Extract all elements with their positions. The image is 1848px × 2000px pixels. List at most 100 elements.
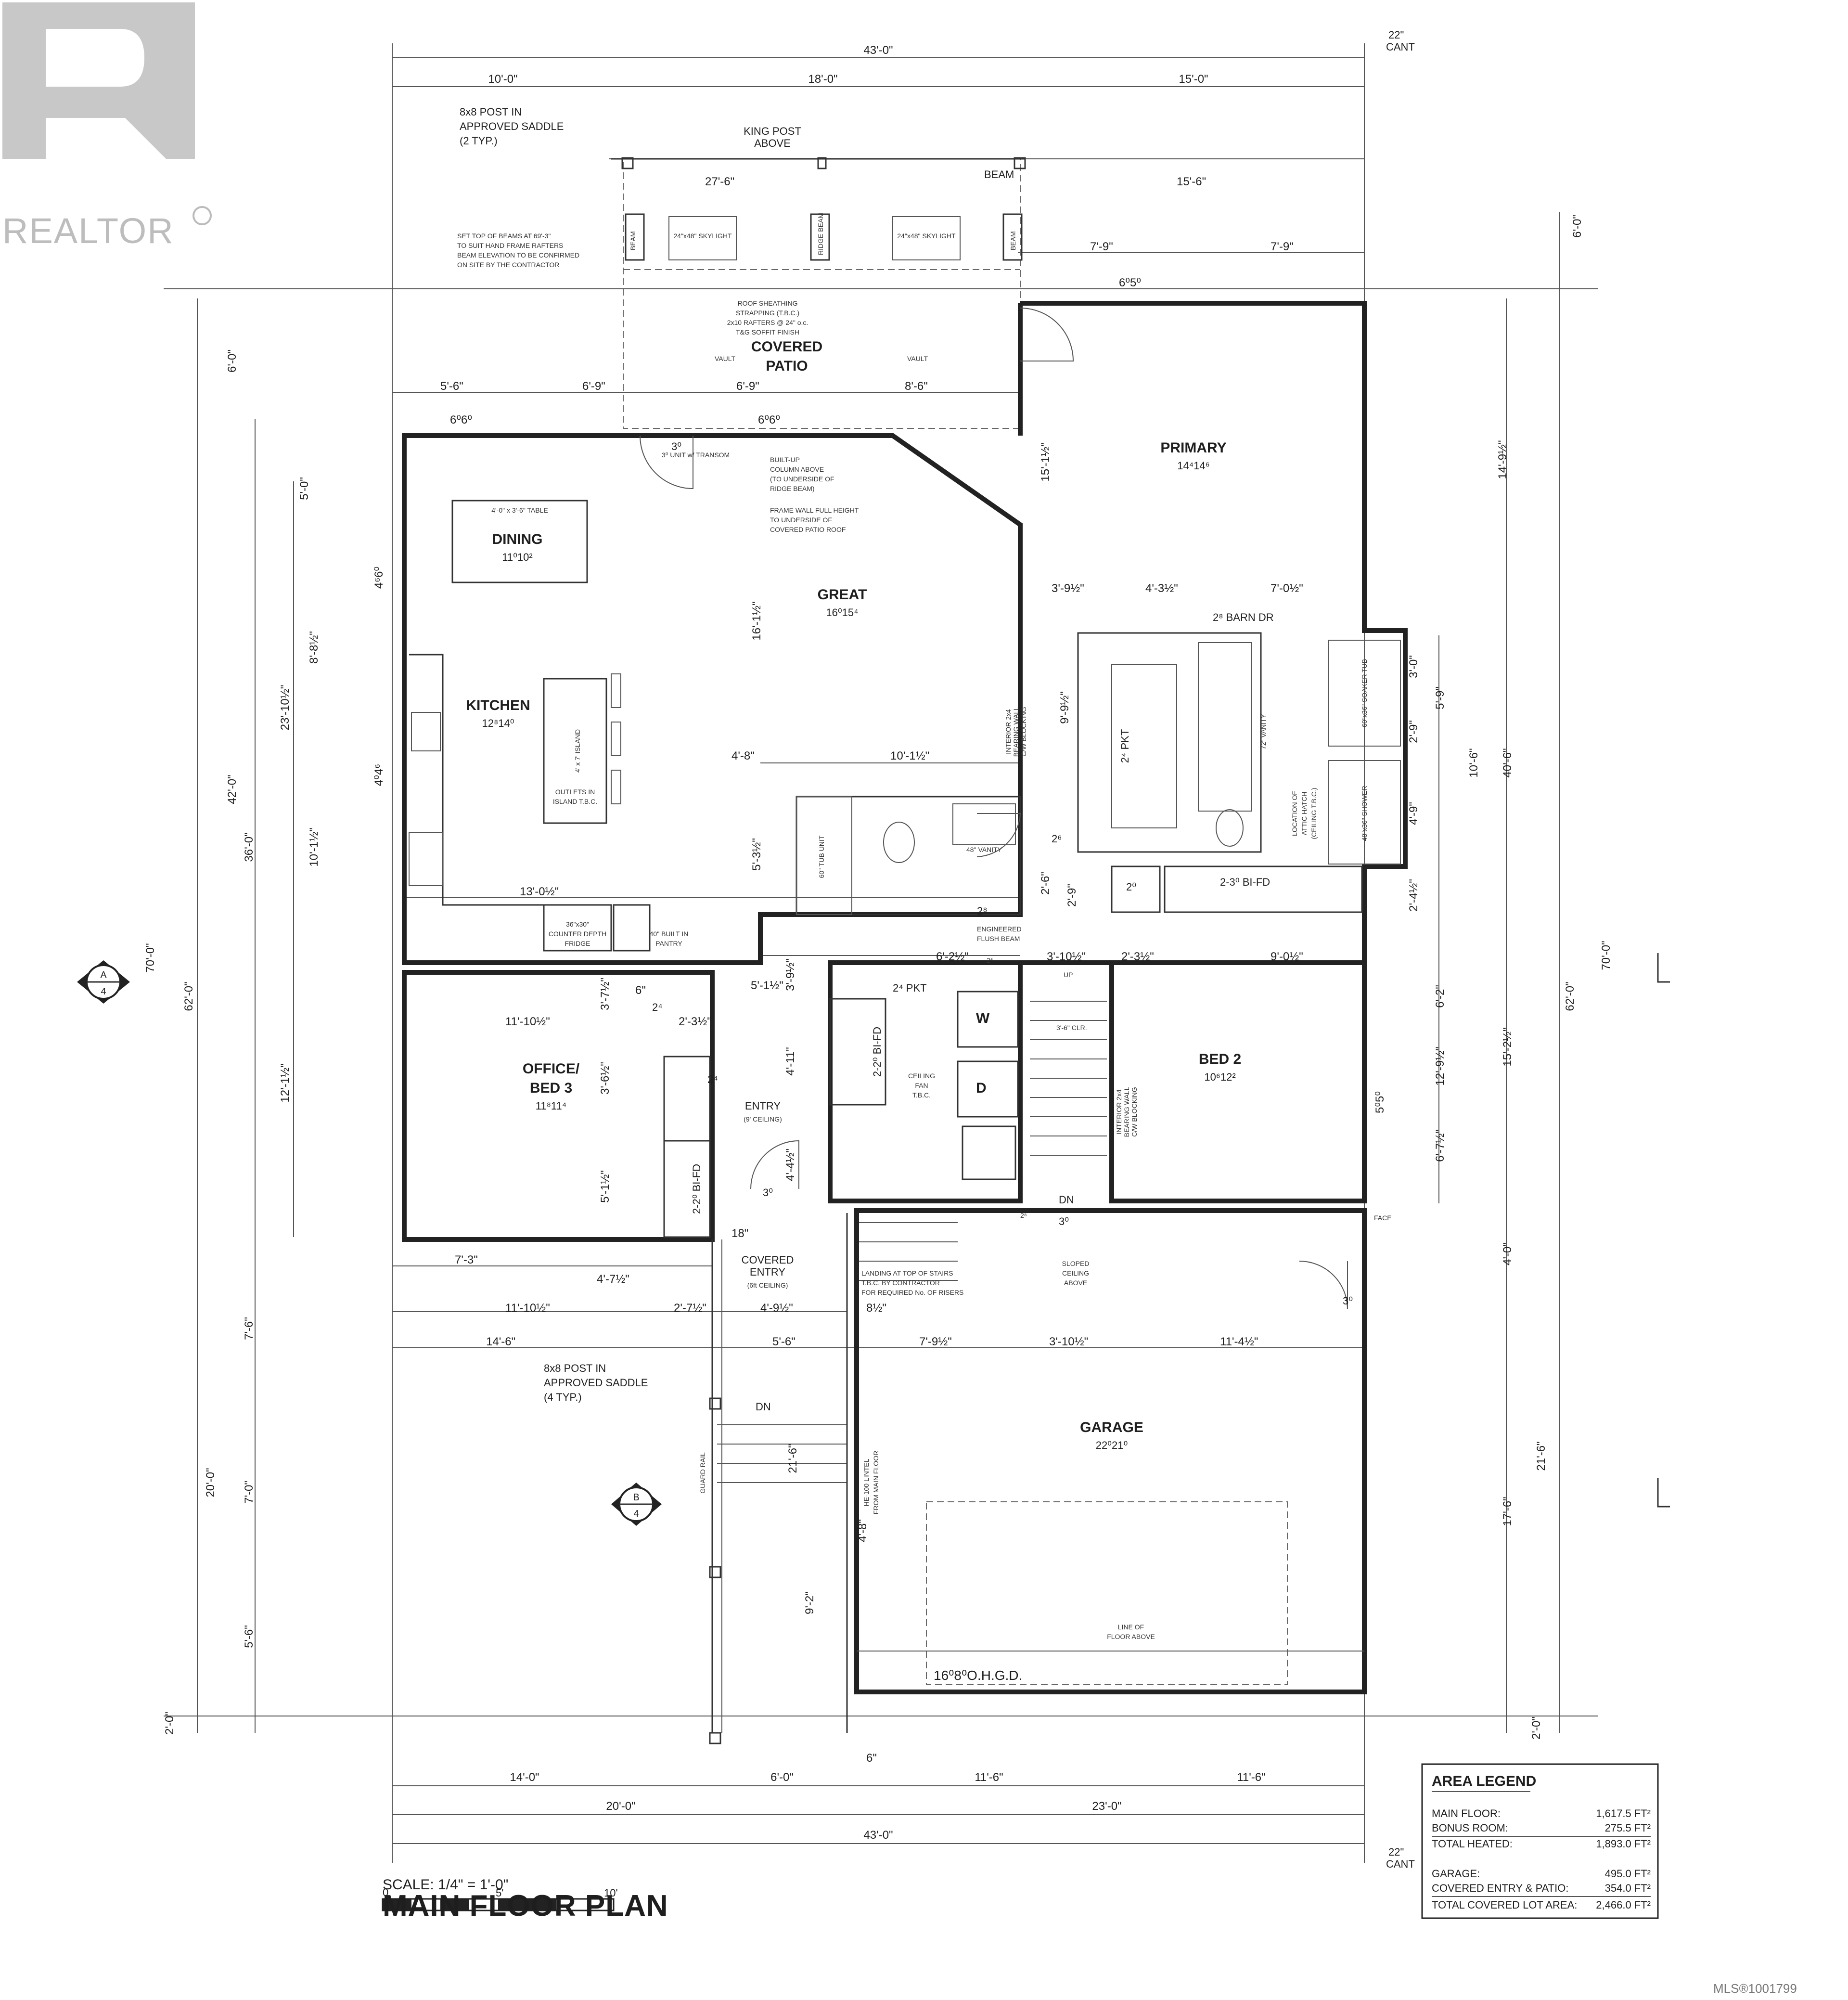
dim-right-1: 6'-0": [1571, 215, 1584, 238]
dim-left-6: 4⁰4⁶: [372, 764, 385, 786]
dim-right-12: 5⁰5⁰: [1373, 1091, 1386, 1113]
tub-label: 60" TUB UNIT: [818, 835, 825, 878]
legend-label-5: COVERED ENTRY & PATIO:: [1432, 1882, 1568, 1894]
beam-label: BEAM: [984, 168, 1014, 181]
dim-left-15: 5'-1½": [599, 1170, 612, 1203]
scale-5: 5': [496, 1887, 503, 1899]
dim-130: 13'-0½": [520, 885, 559, 898]
dim-right-5: 40'-6": [1501, 748, 1514, 777]
legend-label-3: TOTAL HEATED:: [1432, 1838, 1513, 1850]
room-covered-patio-2: PATIO: [766, 358, 808, 374]
lintel-1: HE-100 LINTEL: [862, 1458, 870, 1506]
dim-bottom-6: 23'-0": [1092, 1800, 1121, 1813]
dim-6in: 6": [866, 1752, 877, 1765]
pocket-door-ensuite: 2⁴ PKT: [1119, 729, 1131, 763]
post-note-1: 8x8 POST IN: [460, 106, 522, 118]
room-garage: GARAGE: [1080, 1419, 1143, 1435]
post-bottom-2: APPROVED SADDLE: [544, 1377, 648, 1389]
stair-down: DN: [1059, 1194, 1074, 1206]
dim-left-8: 10'-1½": [308, 827, 321, 866]
dim-left-20: 2'-0": [163, 1712, 176, 1735]
beam-note-2: TO SUIT HAND FRAME RAFTERS: [457, 242, 563, 249]
dim-left-14: 3'-6½": [599, 1062, 612, 1095]
floor-above-2: FLOOR ABOVE: [1107, 1633, 1155, 1640]
stair-up: UP: [1064, 971, 1073, 979]
walls: [402, 301, 1408, 1694]
dim-beam-left: 27'-6": [705, 175, 734, 188]
garage-door: 16⁰8⁰O.H.G.D.: [934, 1668, 1022, 1683]
legend-value-2: 275.5 FT²: [1605, 1822, 1651, 1834]
room-entry: ENTRY: [745, 1100, 781, 1112]
dim-55-4: 8'-6": [905, 380, 928, 393]
vault-left: VAULT: [715, 355, 735, 362]
dim-77-2: 7'-9": [1270, 240, 1294, 253]
room-office-size: 11⁸11⁴: [536, 1100, 566, 1112]
dim-9045: 9'-0½": [1270, 950, 1303, 963]
bearing-wall-2-b: BEARING WALL: [1123, 1087, 1130, 1137]
mls-number: MLS®1001799: [1713, 1981, 1797, 1996]
room-covered-entry: COVERED: [742, 1254, 794, 1266]
dim-18: 18": [732, 1227, 748, 1240]
door-tag-wic: 2⁰: [1126, 881, 1136, 893]
dim-left-5: 23'-10½": [279, 685, 292, 731]
dim-right-3: 5'-9": [1434, 686, 1447, 710]
door-tag-bath: 2⁸: [977, 905, 988, 917]
cant-top-1: 22": [1388, 29, 1404, 41]
legend-value-1: 1,617.5 FT²: [1596, 1807, 1651, 1819]
door-tag-laundry: 2⁸: [1020, 1212, 1027, 1219]
dim-bottom-2: 6'-0": [770, 1771, 794, 1784]
stair-treads: [717, 1001, 1107, 1483]
dim-48: 4'-8": [732, 749, 755, 762]
dim-left-1: 6'-0": [226, 349, 239, 373]
skylight-1: 24"x48" SKYLIGHT: [673, 232, 732, 240]
dim-right-10: 6'-2": [1434, 985, 1447, 1008]
dim-295: 2'-9": [1407, 720, 1420, 743]
beam-note-3: BEAM ELEVATION TO BE CONFIRMED: [457, 251, 579, 259]
dim-left-4: 8'-8½": [308, 631, 321, 664]
beam-note-4: ON SITE BY THE CONTRACTOR: [457, 261, 559, 269]
dim-1105-4: 8½": [866, 1302, 886, 1315]
dim-left-19: 5'-6": [243, 1625, 256, 1648]
scale-0: 0: [383, 1886, 388, 1898]
dim-26: 2'-6": [1039, 872, 1052, 895]
vanity-48: 48" VANITY: [966, 846, 1002, 853]
dim-3105: 3'-10½": [1047, 950, 1086, 963]
dim-stair-3: 4'-8": [856, 1519, 869, 1542]
dim-620: 6'-2½": [936, 950, 969, 963]
bearing-wall-1-c: C/W BLOCKING: [1020, 707, 1027, 756]
room-covered-entry-2: ENTRY: [750, 1266, 785, 1278]
dim-5105: 5'-1½": [751, 979, 783, 992]
section-b-letter: B: [633, 1492, 639, 1503]
dim-bottom-1: 14'-0": [510, 1771, 539, 1784]
legend-value-3: 1,893.0 FT²: [1596, 1838, 1651, 1850]
dim-left-7: 36'-0": [243, 832, 256, 862]
dim-left-11: 62'-0": [182, 981, 195, 1011]
dim-146-4: 3'-10½": [1049, 1335, 1088, 1348]
attic-2: ATTIC HATCH: [1300, 792, 1308, 835]
ridge-beam-label: RIDGE BEAM: [817, 213, 824, 255]
outlets-1: OUTLETS IN: [555, 788, 595, 796]
dim-top-1: 10'-0": [488, 73, 517, 86]
room-dining-size: 11⁰10²: [502, 551, 532, 563]
dim-146-3: 7'-9½": [919, 1335, 952, 1348]
dim-right-8: 15'-2½": [1501, 1027, 1514, 1066]
roof-note-3: 2x10 RAFTERS @ 24" o.c.: [727, 319, 808, 326]
dim-7005: 7'-0½": [1270, 582, 1303, 595]
landing-2: T.B.C. BY CONTRACTOR: [861, 1279, 940, 1287]
room-primary-size: 14⁴14⁶: [1177, 460, 1209, 472]
dim-right-6: 70'-0": [1600, 941, 1613, 970]
transom-door-label: 3⁰ UNIT w/ TRANSOM: [662, 451, 730, 459]
dim-1615: 16'-1½": [750, 601, 763, 640]
door-tag-entry: 3⁰: [763, 1187, 773, 1199]
dim-mid-2: 4'-7½": [597, 1273, 629, 1286]
door-tag-pantry: 2⁶: [987, 956, 993, 964]
roof-note-4: T&G SOFFIT FINISH: [736, 328, 799, 336]
dim-left-18: 7'-0": [243, 1481, 256, 1504]
dim-win-dining: 6⁰6⁰: [450, 413, 472, 426]
fridge-3: FRIDGE: [565, 940, 590, 947]
interior-details: [409, 308, 1401, 1744]
dim-146-1: 14'-6": [486, 1335, 515, 1348]
washer: W: [976, 1010, 990, 1026]
floor-above-1: LINE OF: [1118, 1623, 1144, 1631]
legend-value-6: 2,466.0 FT²: [1596, 1899, 1651, 1911]
